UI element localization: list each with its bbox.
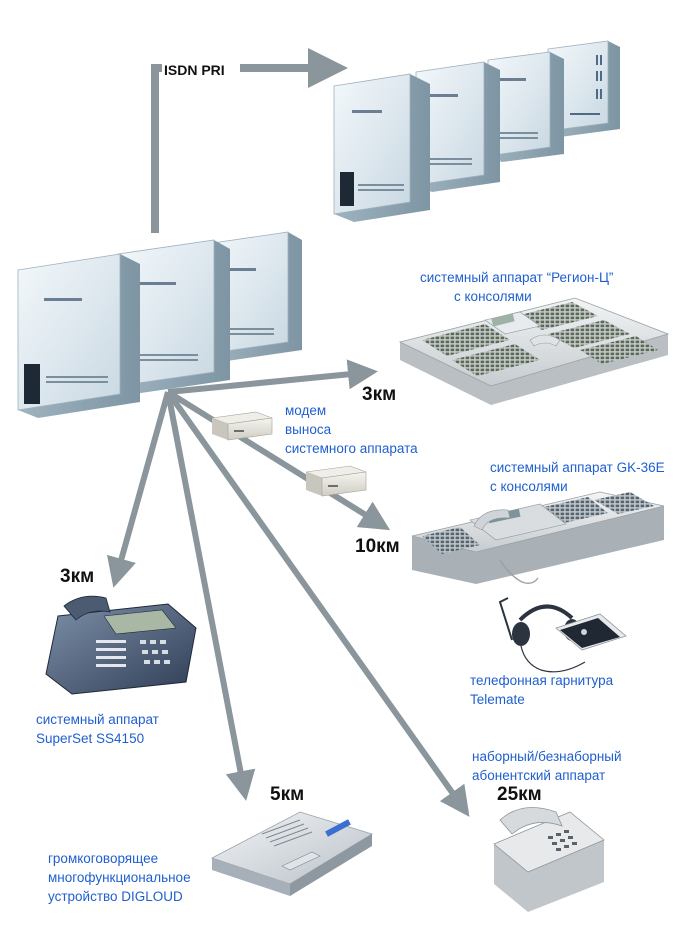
superset-phone bbox=[45, 595, 197, 695]
region-c-console bbox=[398, 297, 670, 405]
distance-5km: 5км bbox=[270, 784, 305, 805]
cabinet-remote-2 bbox=[415, 61, 500, 192]
cabinet-main-2 bbox=[117, 239, 230, 394]
cabinet-remote-1 bbox=[333, 73, 430, 222]
superset-label-line1: системный аппарат bbox=[36, 712, 159, 727]
gk36e-label-line2: с консолями bbox=[490, 479, 568, 494]
modem-label-line2: выноса bbox=[285, 422, 332, 437]
region-c-label-line1: системный аппарат “Регион-Ц” bbox=[420, 270, 614, 285]
digloud-label-line3: устройство DIGLOUD bbox=[48, 889, 183, 904]
telemate-label-line2: Telemate bbox=[470, 692, 525, 707]
modem-1 bbox=[211, 411, 273, 441]
distance-25km: 25км bbox=[497, 784, 542, 805]
distance-3km-left: 3км bbox=[60, 566, 95, 587]
modem-label-line3: системного аппарата bbox=[285, 441, 418, 456]
distance-3km-top: 3км bbox=[362, 384, 397, 405]
arrow-to-gk36e bbox=[166, 389, 391, 531]
gk36e-label-line1: системный аппарат GK-36E bbox=[490, 460, 665, 475]
analog-phone bbox=[493, 807, 605, 912]
superset-label-line2: SuperSet SS4150 bbox=[36, 731, 145, 746]
arrow-to-region-c bbox=[167, 359, 378, 395]
arrow-to-superset bbox=[107, 391, 171, 588]
analog-phone-label-line1: наборный/безнаборный bbox=[472, 749, 622, 764]
modem-2 bbox=[305, 465, 367, 497]
telemate-label-line1: телефонная гарнитура bbox=[470, 673, 614, 688]
modem-label-line1: модем bbox=[285, 403, 327, 418]
isdn-label: ISDN PRI bbox=[164, 62, 225, 78]
distance-10km: 10км bbox=[355, 536, 400, 557]
digloud-device bbox=[210, 811, 373, 896]
arrow-to-digloud bbox=[165, 391, 256, 801]
cabinet-main-1 bbox=[17, 253, 140, 418]
digloud-label-line1: громкоговорящее bbox=[48, 851, 159, 866]
region-c-label-line2: с консолями bbox=[454, 289, 532, 304]
digloud-label-line2: многофункциональное bbox=[48, 870, 191, 885]
pbx-cabinets-remote bbox=[333, 40, 620, 222]
connection-arrows bbox=[107, 359, 470, 817]
isdn-link bbox=[151, 48, 348, 233]
analog-phone-label-line2: абонентский аппарат bbox=[472, 768, 606, 783]
arrow-to-analog-phone bbox=[165, 390, 470, 817]
gk36e-console bbox=[411, 491, 665, 585]
telemate-headset bbox=[498, 597, 627, 673]
pbx-cabinets-main bbox=[17, 231, 302, 418]
